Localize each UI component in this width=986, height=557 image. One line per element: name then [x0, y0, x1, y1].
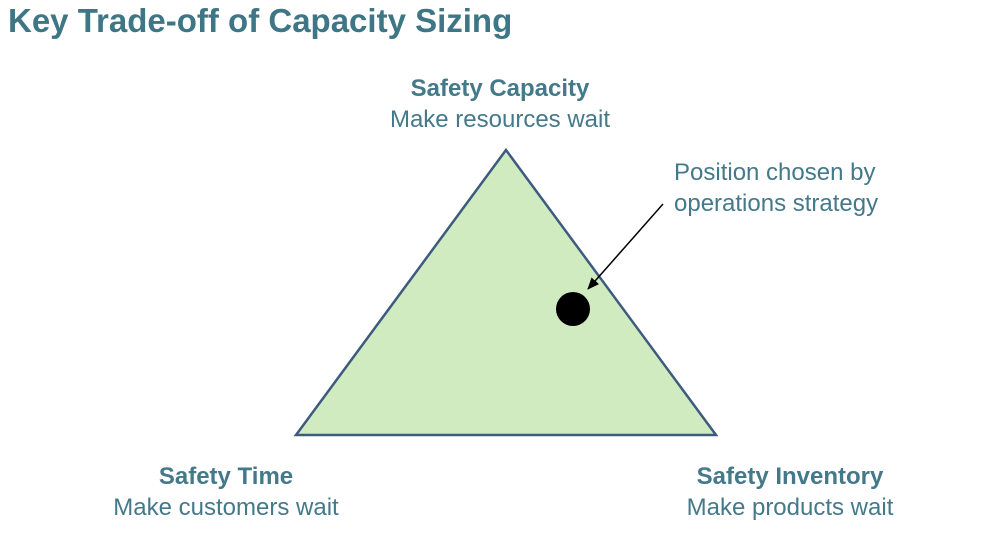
strategy-position-marker [556, 292, 590, 326]
tradeoff-triangle [293, 147, 719, 437]
vertex-safety-inventory: Safety Inventory Make products wait [664, 462, 916, 524]
vertex-heading: Safety Capacity [410, 75, 590, 102]
vertex-subtitle: Make resources wait [389, 106, 611, 133]
vertex-subtitle: Make customers wait [113, 494, 339, 521]
vertex-safety-time: Safety Time Make customers wait [96, 462, 356, 524]
vertex-subtitle: Make products wait [686, 494, 894, 521]
strategy-annotation: Position chosen by operations strategy [674, 157, 878, 219]
vertex-heading: Safety Time [158, 463, 294, 490]
annotation-line-1: Position chosen by [674, 159, 876, 186]
vertex-safety-capacity: Safety Capacity Make resources wait [380, 74, 620, 136]
vertex-heading: Safety Inventory [696, 463, 884, 490]
annotation-arrow [587, 203, 664, 290]
page-title: Key Trade-off of Capacity Sizing [8, 2, 513, 39]
annotation-line-2: operations strategy [674, 190, 879, 217]
